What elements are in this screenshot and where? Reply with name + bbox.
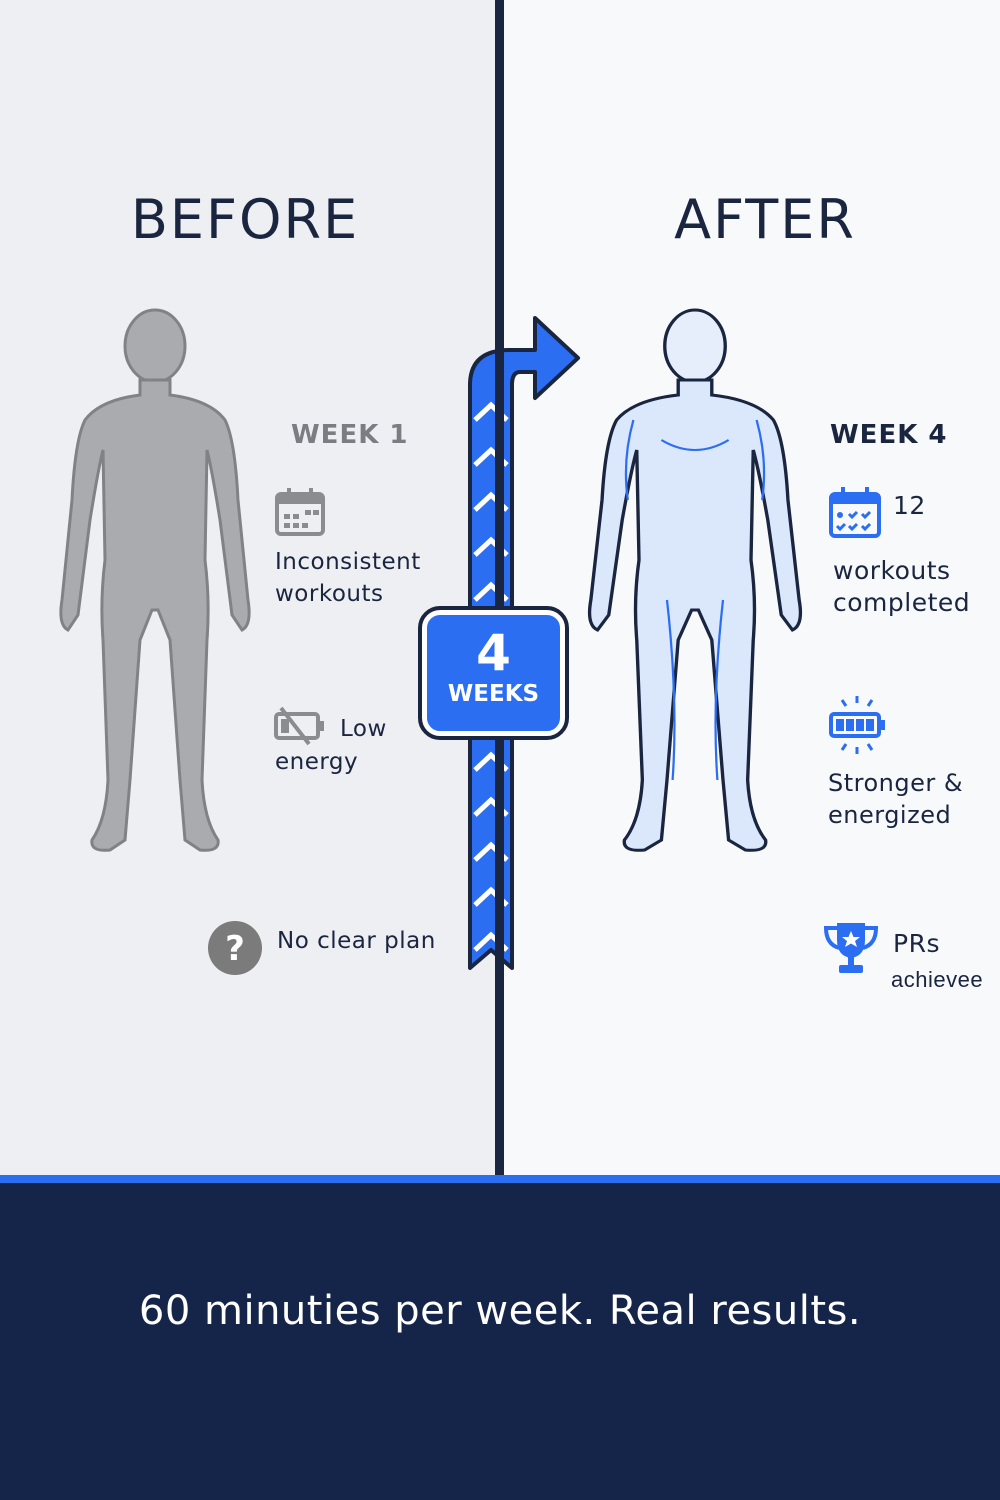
before-workouts-text: Inconsistent workouts (275, 546, 421, 610)
trophy-icon (823, 923, 879, 973)
broken-calendar-icon (275, 488, 325, 536)
before-energy-text-2: energy (275, 749, 359, 775)
before-plan-text: No clear plan (277, 928, 436, 954)
after-energy-text: Stronger & energized (828, 767, 963, 831)
text-line: workouts (275, 581, 384, 607)
before-energy-text-1: Low (340, 716, 387, 742)
text-line: Stronger & (828, 769, 964, 797)
after-prs-text-2: achievee (891, 967, 984, 992)
before-title: BEFORE (130, 188, 360, 251)
text-line: completed (833, 588, 971, 617)
after-prs-text-1: PRs (893, 929, 940, 958)
low-battery-icon (274, 706, 324, 746)
text-line: Inconsistent (275, 549, 421, 575)
footer-banner (0, 1175, 1000, 1500)
text-line: energized (828, 801, 952, 829)
after-title: AFTER (674, 188, 856, 251)
before-week-label: WEEK 1 (291, 420, 409, 450)
after-week-label: WEEK 4 (830, 420, 948, 450)
badge-number: 4 (476, 624, 511, 682)
duration-badge: 4 WEEKS (418, 606, 569, 740)
before-panel (0, 0, 500, 1180)
badge-unit: WEEKS (447, 681, 540, 707)
svg-text:?: ? (225, 929, 245, 969)
divider (495, 0, 504, 1180)
workout-count: 12 (893, 491, 926, 520)
after-body-figure (587, 308, 803, 852)
checked-calendar-icon (829, 487, 881, 538)
full-battery-icon (829, 696, 885, 754)
after-workouts-text: workouts completed (833, 555, 970, 619)
question-icon: ? (208, 921, 262, 975)
tagline: 60 minuties per week. Real results. (138, 1288, 862, 1334)
text-line: workouts (833, 556, 951, 585)
before-body-figure (59, 308, 251, 852)
